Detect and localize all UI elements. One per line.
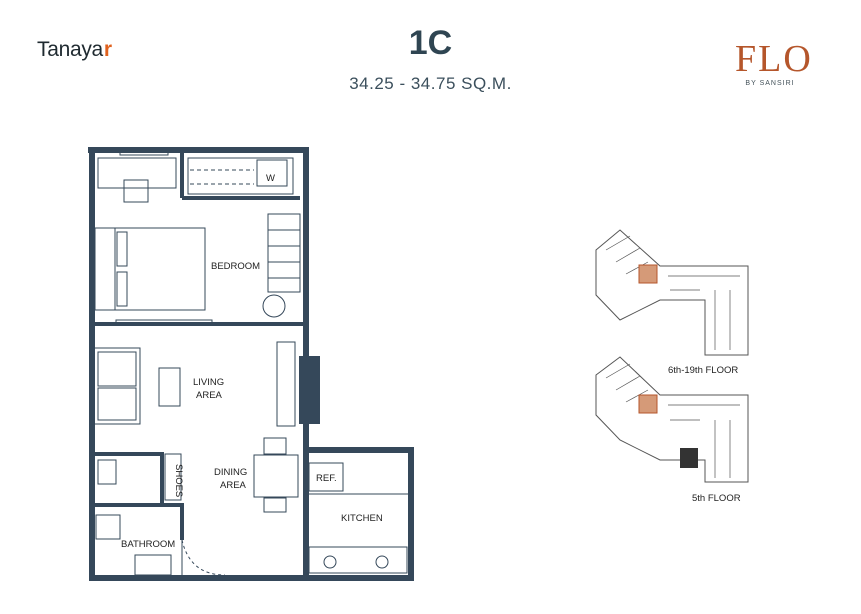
key-plan-upper — [595, 229, 749, 356]
unit-highlight — [638, 264, 658, 284]
dining-chair — [263, 437, 287, 455]
key-plan-outline — [595, 229, 749, 356]
bathroom-wall — [92, 503, 184, 540]
flo-logo-sub: BY SANSIRI — [745, 80, 795, 87]
key-plan-outline — [595, 356, 749, 483]
desk-chair — [123, 179, 149, 203]
dining-table — [253, 454, 299, 498]
toilet — [97, 459, 117, 485]
sliding-door — [115, 319, 213, 326]
logo-text: Tanaya — [37, 38, 103, 61]
ref-label: REF. — [316, 473, 337, 484]
key-plan-lines — [605, 363, 740, 478]
hob — [375, 555, 389, 569]
sink — [323, 555, 337, 569]
dining-label-2: AREA — [220, 480, 247, 491]
sofa-cushion — [97, 351, 137, 387]
unit-area: 34.25 - 34.75 SQ.M. — [349, 74, 512, 93]
coffee-table — [158, 367, 181, 407]
floor-plan — [88, 147, 414, 581]
lower-floor-label: 5th FLOOR — [692, 493, 741, 504]
shoe-cabinet — [164, 453, 182, 501]
logo-arrow-mark: r — [103, 38, 112, 61]
shower — [95, 514, 121, 540]
refrigerator — [308, 462, 344, 492]
flo-logo-text: FLO — [735, 38, 813, 80]
upper-floor-label: 6th-19th FLOOR — [668, 365, 738, 376]
wardrobe — [267, 213, 301, 293]
basin — [134, 554, 172, 576]
bathroom-label: BATHROOM — [121, 539, 175, 550]
unit-highlight — [638, 394, 658, 414]
balcony-wall — [180, 150, 300, 200]
bed-headboard — [94, 227, 116, 311]
kitchen-counter — [308, 546, 408, 574]
structural-column — [299, 356, 320, 424]
unit-title: 1C — [408, 24, 453, 62]
living-label-1: LIVING — [193, 377, 224, 388]
sofa — [93, 347, 141, 425]
dining-label-1: DINING — [214, 467, 247, 478]
kitchen-label: KITCHEN — [341, 513, 383, 524]
shoes-label: SHOES — [173, 464, 184, 497]
sofa-cushion — [97, 387, 137, 421]
key-plan-lines — [605, 235, 740, 350]
balcony-outline — [187, 157, 294, 195]
pillow — [116, 271, 128, 307]
bedroom-label: BEDROOM — [211, 261, 260, 272]
window — [119, 149, 169, 156]
bathroom-wall — [92, 452, 164, 505]
bed — [94, 227, 206, 311]
dining-chair — [263, 497, 287, 513]
pillow — [116, 231, 128, 267]
wardrobe-mark-label: W — [266, 173, 275, 184]
bedroom-round-table — [262, 294, 286, 318]
living-label-2: AREA — [196, 390, 223, 401]
desk — [97, 157, 177, 189]
flo-logo: FLO BY SANSIRI — [735, 38, 813, 87]
key-plan-lower — [595, 356, 749, 483]
core-block — [680, 448, 698, 468]
door-swing — [181, 539, 226, 576]
tanayar-logo: Tanayar — [37, 38, 112, 62]
tv-console — [276, 341, 296, 427]
kitchen-wall — [303, 447, 414, 581]
washer — [256, 159, 288, 187]
